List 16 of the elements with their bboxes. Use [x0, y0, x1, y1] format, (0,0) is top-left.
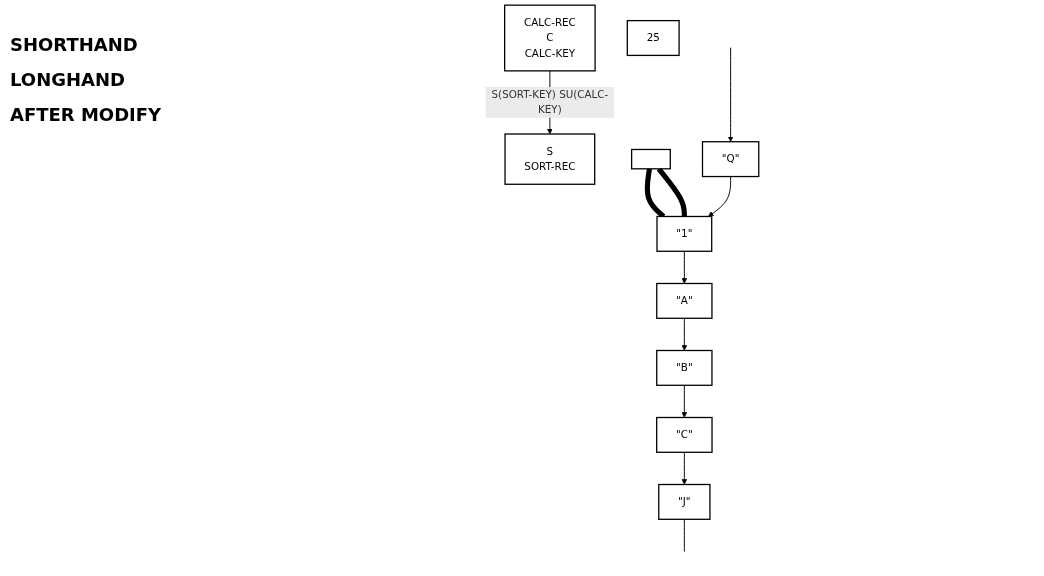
node-box: S SORT-REC	[504, 133, 596, 185]
node-box: CALC-REC C CALC-KEY	[503, 4, 596, 72]
heading-label: AFTER MODIFY	[10, 104, 163, 125]
connector	[683, 518, 685, 552]
node-box: "1"	[656, 215, 713, 252]
heading-label: SHORTHAND	[10, 34, 139, 55]
node-box: "J"	[658, 483, 711, 520]
node-box: "Q"	[701, 141, 760, 178]
node-box	[630, 148, 671, 170]
node-box: "C"	[655, 416, 713, 453]
edge-label: S(SORT-KEY) SU(CALC-KEY)	[491, 88, 609, 116]
connector	[656, 167, 687, 217]
heading-label: LONGHAND	[10, 69, 126, 90]
node-box: "A"	[656, 282, 713, 319]
node-box: "B"	[656, 349, 713, 386]
node-box: 25	[626, 19, 680, 57]
